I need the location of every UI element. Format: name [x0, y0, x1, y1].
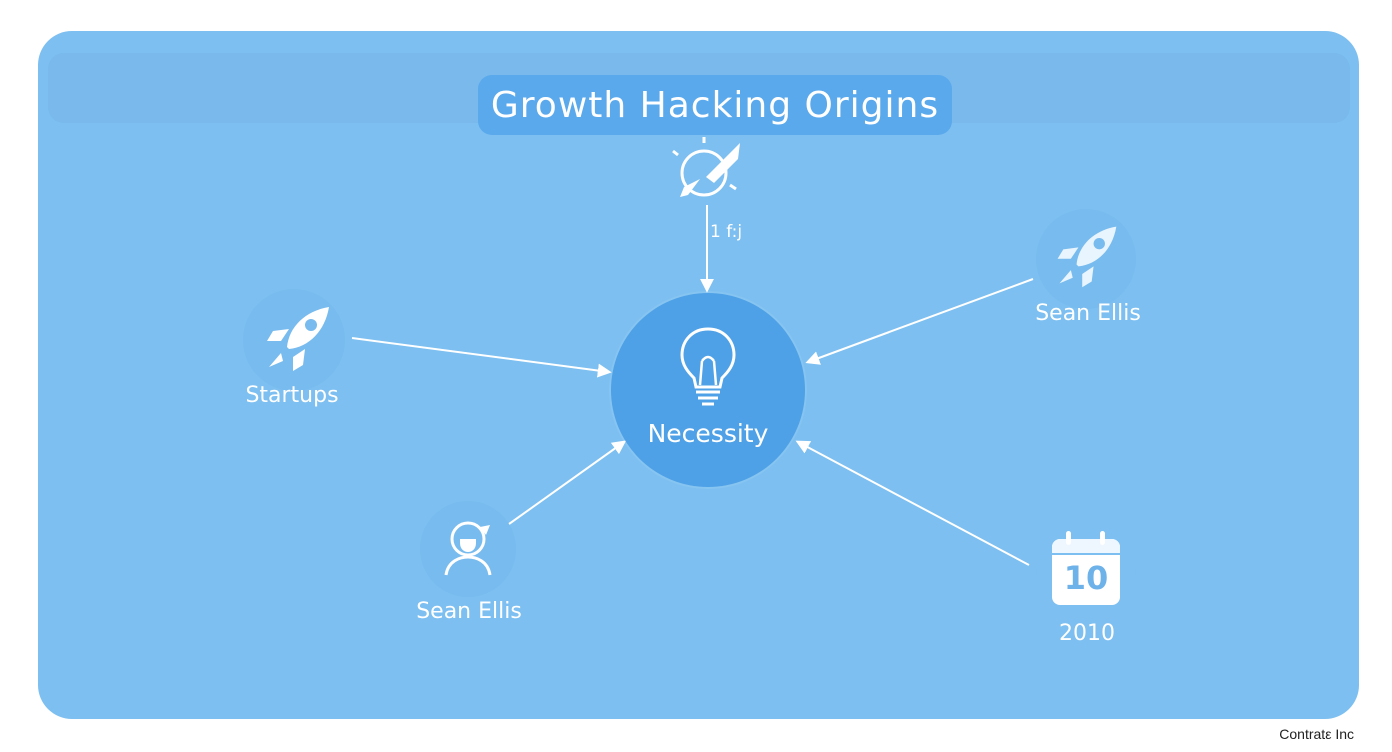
node-label-startups: Startups — [245, 383, 339, 408]
rocket-icon — [267, 307, 329, 371]
header-band: Growth Hacking Origins — [48, 53, 1350, 135]
edge-sean-ellis-left — [508, 440, 627, 525]
rocket-launch-icon — [672, 137, 740, 197]
calendar-icon: 10 — [1052, 531, 1120, 605]
calendar-day: 10 — [1063, 559, 1109, 597]
sean-ellis-right-node — [1036, 209, 1136, 309]
edge-sean-ellis-right — [805, 278, 1034, 365]
year-node: 10 — [1036, 523, 1136, 623]
edge-year — [795, 440, 1030, 566]
node-label-year: 2010 — [1059, 621, 1115, 646]
diagram-title: Growth Hacking Origins — [490, 84, 940, 126]
node-label-sean-ellis-right: Sean Ellis — [1035, 301, 1141, 326]
edges-layer — [351, 205, 1034, 566]
rocket-icon-right — [1057, 226, 1117, 288]
hub-label: Necessity — [647, 419, 769, 448]
watermark: Contratε Inc — [1279, 726, 1354, 742]
startups-node — [243, 289, 345, 391]
lightbulb-icon — [680, 327, 736, 406]
node-label-sean-ellis-left: Sean Ellis — [416, 599, 522, 624]
edge-label: 1 f:j — [710, 222, 743, 242]
person-icon — [444, 521, 492, 576]
sean-ellis-left-node — [420, 501, 516, 597]
diagram-panel: Growth Hacking Origins 1 f:j Necessity — [38, 31, 1359, 719]
hub-node — [611, 293, 805, 487]
edge-startups — [351, 337, 612, 378]
title-pill: Growth Hacking Origins — [478, 75, 952, 135]
